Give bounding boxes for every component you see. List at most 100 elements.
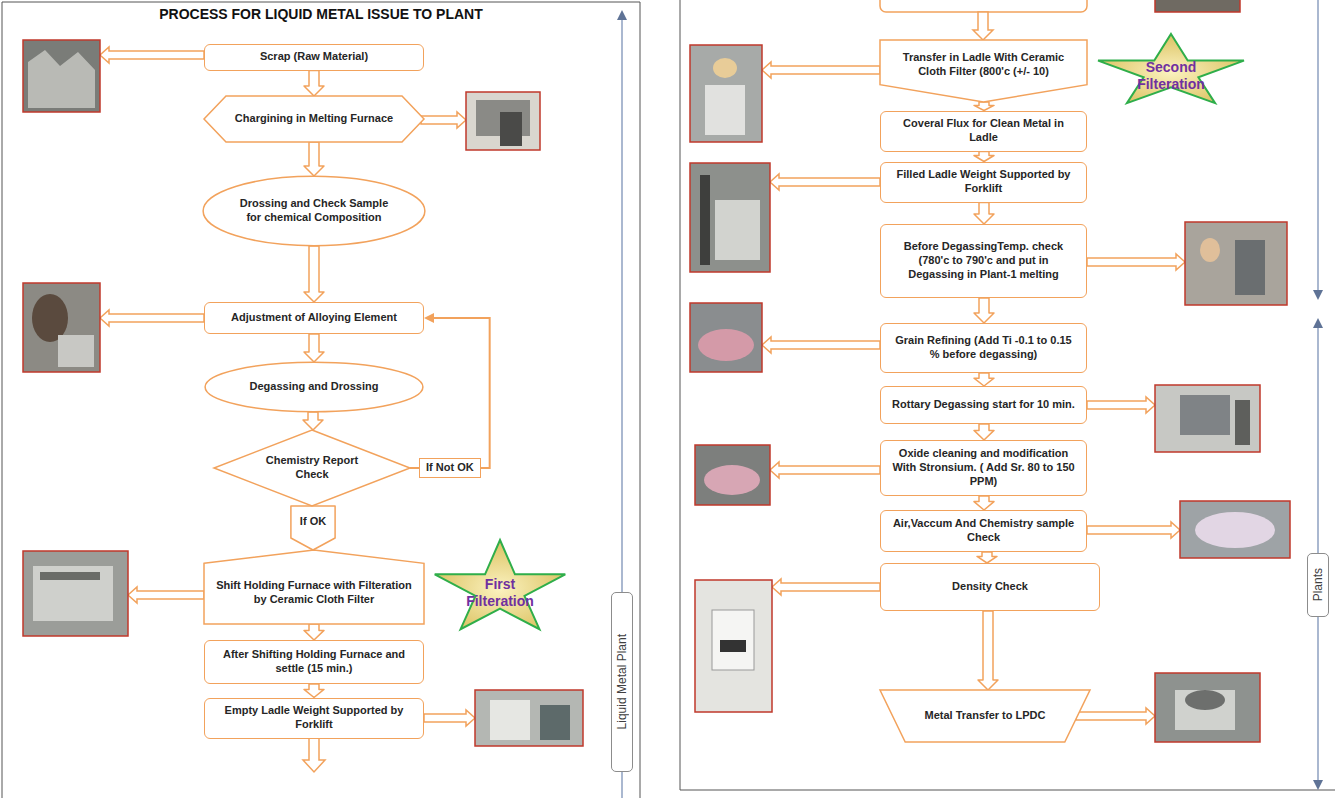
photo: [23, 551, 128, 636]
photo-arrows: [100, 47, 1185, 726]
flow-arrow: [304, 71, 324, 97]
photo-frame: [23, 40, 100, 112]
photo: [1180, 501, 1290, 558]
process-box: Rottary Degassing start for 10 min.: [880, 386, 1087, 424]
photo: [1185, 222, 1287, 305]
process-box: Air,Vaccum And Chemistry sample Check: [880, 510, 1087, 552]
node-text: Scrap (Raw Material): [260, 50, 368, 64]
flow-arrow: [977, 552, 997, 563]
photo-arrow: [1087, 522, 1180, 538]
photo-frame: [690, 303, 762, 372]
node-text: Chargining in Melting Furnace: [235, 112, 393, 126]
process-box: Coveral Flux for Clean Metal in Ladle: [880, 111, 1087, 152]
node-text: Drossing and Check Sample for chemical C…: [232, 197, 396, 225]
photo-frame: [23, 551, 128, 636]
node-text: Density Check: [952, 580, 1028, 594]
flow-arrow: [974, 373, 994, 386]
edge-label: If Not OK: [419, 458, 481, 478]
node-outline-path: [435, 540, 566, 629]
photo-detail: [1235, 400, 1250, 445]
flow-arrow: [304, 334, 324, 362]
process-box: Before DegassingTemp. check (780'c to 79…: [880, 224, 1087, 298]
photo-frame: [1180, 501, 1290, 558]
node-text: Shift Holding Furnace with Filteration b…: [214, 579, 414, 607]
edge-label: If OK: [297, 514, 329, 530]
photo-arrow: [424, 710, 475, 726]
photo-detail: [1235, 240, 1265, 295]
node-text: Empty Ladle Weight Supported by Forklift: [215, 704, 413, 732]
photo-arrow: [1076, 708, 1155, 724]
node-outline-path: [880, 690, 1090, 742]
photo-frame: [475, 690, 583, 746]
photo: [690, 163, 770, 272]
photo-arrow: [128, 587, 204, 603]
photo-detail: [1200, 238, 1220, 262]
photo-arrow: [1087, 254, 1185, 270]
photo-arrow: [772, 579, 880, 595]
flow-arrow: [978, 611, 998, 690]
photo-frame: [690, 163, 770, 272]
photo-detail: [1195, 512, 1275, 548]
process-box: Scrap (Raw Material): [204, 44, 424, 71]
photo-arrow: [762, 62, 880, 78]
node-text: Second Filteration: [1131, 59, 1211, 93]
cropped-box: [880, 0, 1087, 12]
photo-detail: [1175, 690, 1235, 730]
photo-detail: [698, 329, 754, 361]
flow-arrow: [974, 203, 994, 225]
process-pentagon: Shift Holding Furnace with Filteration b…: [204, 550, 424, 624]
process-box: After Shifting Holding Furnace and settl…: [204, 640, 424, 684]
flow-arrow: [304, 142, 324, 176]
diagram-title: PROCESS FOR LIQUID METAL ISSUE TO PLANT: [2, 6, 640, 22]
photo-frame: [695, 580, 772, 712]
process-hexagon: Chargining in Melting Furnace: [204, 96, 424, 142]
photo-detail: [490, 700, 530, 740]
photo-detail: [704, 465, 760, 495]
node-text: Liquid Metal Plant: [615, 634, 630, 729]
flow-arrow: [974, 424, 994, 440]
node-outline-path: [880, 40, 1087, 102]
node-outline-path: [204, 96, 424, 142]
node-text: Plants: [1311, 568, 1326, 601]
flow-arrow: [974, 496, 994, 510]
flow-arrow: [974, 152, 994, 162]
callout-star: Second Filteration: [1095, 34, 1247, 110]
node-outline-path: [204, 550, 424, 624]
panel-border: [2, 2, 640, 798]
node-outline-path: [214, 430, 410, 506]
photo: [695, 580, 772, 712]
node-text: Metal Transfer to LPDC: [924, 709, 1045, 723]
photo-frame: [695, 445, 770, 505]
continuation-arrow: [303, 738, 325, 772]
photo-frame: [1155, 673, 1260, 742]
photo: [690, 303, 762, 372]
photo: [690, 45, 762, 142]
process-box: Density Check: [880, 563, 1100, 611]
photo-arrow: [100, 310, 204, 326]
process-box: Adjustment of Alloying Element: [204, 302, 424, 334]
photo-detail: [32, 294, 68, 342]
flow-arrow: [303, 412, 323, 430]
node-text: Degassing and Drossing: [250, 380, 379, 394]
node-text: Filled Ladle Weight Supported by Forklif…: [891, 168, 1076, 196]
node-outline-path: [1098, 34, 1244, 103]
photo-frame: [23, 283, 100, 372]
node-text: Coveral Flux for Clean Metal in Ladle: [891, 117, 1076, 145]
range-arrowhead: [1313, 290, 1323, 300]
node-text: Grain Refining (Add Ti -0.1 to 0.15 % be…: [891, 334, 1076, 362]
photo-detail: [58, 335, 94, 367]
photo-detail: [28, 50, 95, 108]
process-pentagon: Transfer in Ladle With Ceramic Cloth Fil…: [880, 40, 1087, 102]
section-band: Plants: [1307, 553, 1329, 617]
flow-arrow: [304, 684, 324, 698]
photo-detail: [713, 58, 737, 78]
process-ellipse: Drossing and Check Sample for chemical C…: [202, 176, 426, 246]
photo-arrow: [421, 112, 466, 128]
photo: [695, 445, 770, 505]
node-text: Air,Vaccum And Chemistry sample Check: [891, 517, 1076, 545]
range-arrowhead: [1313, 780, 1323, 790]
photo-arrow: [770, 462, 880, 478]
photo-arrow: [762, 337, 880, 353]
photo-detail: [540, 705, 570, 740]
